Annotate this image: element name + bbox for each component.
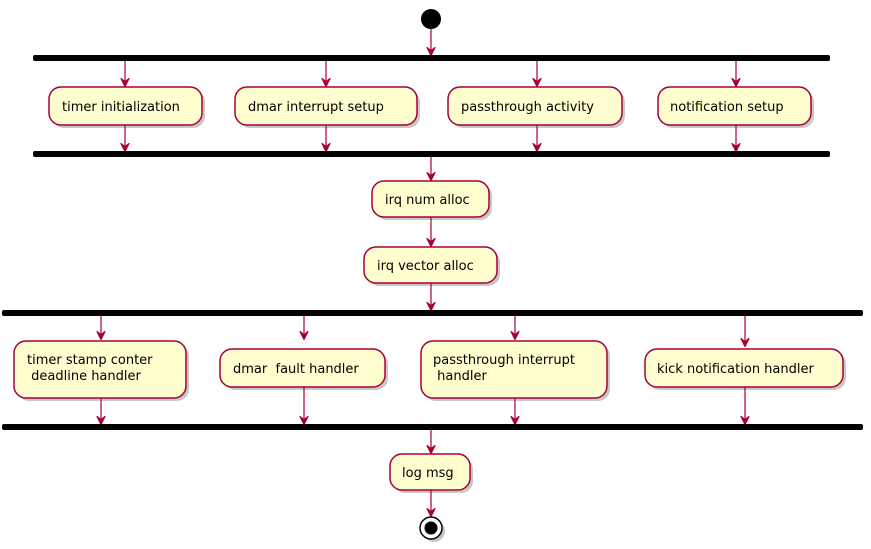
activity-timer-stamp-deadline-handler: timer stamp conter deadline handler <box>13 340 189 401</box>
activity-dmar-interrupt-setup: dmar interrupt setup <box>234 86 420 128</box>
activity-label: timer initialization <box>62 100 180 115</box>
activity-timer-initialization: timer initialization <box>48 86 205 128</box>
activity-notification-setup: notification setup <box>657 86 814 128</box>
activity-label: irq num alloc <box>385 193 470 208</box>
activity-log-msg: log msg <box>389 453 473 493</box>
end-node <box>419 516 445 542</box>
activity-irq-num-alloc: irq num alloc <box>371 180 492 220</box>
activity-label: handler <box>433 369 487 384</box>
activity-label: dmar fault handler <box>233 362 359 377</box>
activity-label: timer stamp conter <box>27 353 153 368</box>
join-bar-1 <box>33 151 830 157</box>
activity-label: passthrough activity <box>461 100 594 115</box>
activity-label: irq vector alloc <box>377 259 474 274</box>
activity-label: log msg <box>402 466 454 481</box>
start-node <box>421 9 441 29</box>
activity-passthrough-interrupt-handler: passthrough interrupt handler <box>420 340 610 401</box>
activity-label: kick notification handler <box>657 362 814 377</box>
activity-label: deadline handler <box>27 369 142 384</box>
activity-dmar-fault-handler: dmar fault handler <box>219 348 388 390</box>
fork-bar-1 <box>33 55 830 61</box>
activity-passthrough-activity: passthrough activity <box>447 86 625 128</box>
join-bar-2 <box>2 424 863 430</box>
activity-kick-notification-handler: kick notification handler <box>644 348 846 390</box>
activity-label: notification setup <box>670 100 784 115</box>
activity-label: passthrough interrupt <box>433 353 575 368</box>
activity-irq-vector-alloc: irq vector alloc <box>363 246 500 286</box>
activity-label: dmar interrupt setup <box>248 100 384 115</box>
fork-bar-2 <box>2 310 863 316</box>
